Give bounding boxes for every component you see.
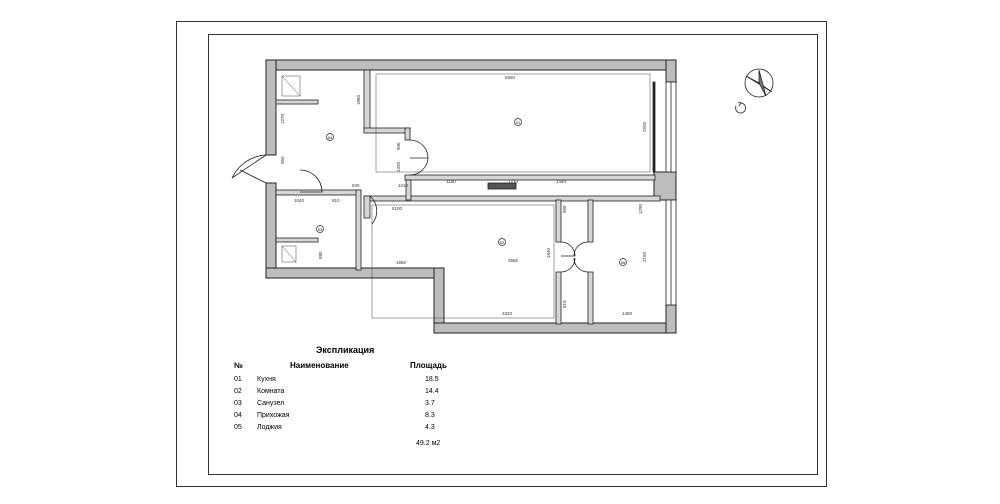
partitions: [275, 69, 661, 325]
dim-living-top: 5650: [505, 75, 516, 80]
wall-left-lower: [265, 182, 277, 279]
dim-room-left: 1950: [396, 260, 407, 265]
kitchen-door-lower: [409, 157, 429, 176]
dim-door-a: 900: [562, 205, 567, 213]
header-name: Наименование: [290, 361, 349, 370]
dim-balcony-top: 1290: [638, 203, 643, 214]
wall-left-upper: [265, 59, 277, 156]
room-markers: 01 02 03 04 05: [316, 118, 627, 266]
row-name: Лоджия: [257, 424, 282, 431]
dim-bath-a: 1040: [294, 198, 305, 203]
dim-left-mid: 950: [280, 156, 285, 164]
dim-corridor-a: 900: [396, 142, 401, 150]
row-name: Кухня: [257, 376, 276, 383]
dimension-labels: 5650 2925 1270 950 1860 900 1320 1180 12…: [280, 75, 647, 316]
bath-door: [299, 169, 323, 193]
row-no: 03: [234, 400, 242, 407]
dim-room-top: 5100: [392, 206, 403, 211]
kitchen-fixture: [281, 75, 301, 97]
outer-walls: [265, 59, 677, 334]
marker-bath: 03: [318, 227, 323, 232]
partition-kitchen-bottom: [404, 174, 656, 181]
dim-balcony-right: 2150: [642, 251, 647, 262]
dim-mid-a: 930: [352, 183, 360, 188]
header-no: №: [234, 361, 243, 370]
row-no: 01: [234, 376, 242, 383]
dim-small-top: 1860: [356, 94, 361, 105]
dim-room-bottom: 3320: [502, 311, 513, 316]
partition-room-right: [555, 199, 562, 243]
dim-mid-b: 1210: [398, 183, 409, 188]
room-outline: [371, 204, 555, 319]
partition-bath-top: [275, 189, 362, 196]
kitchen-outline: [375, 73, 651, 173]
dim-living-right: 2925: [642, 121, 647, 132]
total-area: 49.2 м2: [416, 440, 441, 447]
marker-hall: 04: [328, 135, 333, 140]
dim-bath-b: 810: [332, 198, 340, 203]
kitchen-door-upper: [409, 139, 429, 159]
marker-kitchen: 01: [516, 120, 521, 125]
dim-left-upper: 1270: [280, 113, 285, 124]
wall-bottom-left: [265, 267, 445, 279]
marker-room: 02: [500, 240, 505, 245]
row-area: 14.4: [425, 388, 439, 395]
dim-wc-bottom: 1840: [546, 247, 551, 258]
dim-kitchen-c: 1440: [556, 179, 567, 184]
wall-right-pier: [653, 171, 677, 201]
compass-icon: [735, 68, 774, 114]
wall-top: [265, 59, 677, 71]
outer-frame: [176, 21, 827, 487]
windows: [652, 81, 677, 306]
dim-door-b: 810: [562, 300, 567, 308]
dim-kitchen-a: 1180: [446, 179, 456, 184]
room-door: [369, 195, 378, 225]
dim-bath-right: 880: [318, 251, 323, 259]
row-name: Санузел: [257, 400, 285, 407]
row-name: Прихожая: [257, 412, 290, 419]
partition-kitchen-left: [363, 69, 371, 133]
wc-fixture: [281, 245, 297, 263]
entrance-door: [231, 154, 267, 179]
explication-title: Экспликация: [316, 345, 375, 355]
inner-frame: [208, 34, 818, 475]
row-no: 04: [234, 412, 242, 419]
row-no: 05: [234, 424, 242, 431]
doors: [231, 139, 589, 273]
balcony-door-b: [573, 257, 589, 273]
marker-loggia: 05: [621, 260, 626, 265]
wall-right-bottom: [665, 304, 677, 334]
dim-corridor-b: 1320: [396, 161, 401, 172]
row-name: Комната: [257, 388, 285, 395]
wall-right-top: [665, 59, 677, 83]
dim-room-mid: 3560: [508, 258, 519, 263]
header-area: Площадь: [410, 361, 447, 370]
dim-balcony-bottom: 1450: [622, 311, 633, 316]
row-area: 4.3: [425, 424, 435, 431]
row-area: 8.3: [425, 412, 435, 419]
dim-kitchen-b: 1210: [508, 179, 519, 184]
balcony-door-a: [560, 241, 576, 257]
partition-niche: [275, 99, 319, 105]
row-area: 3.7: [425, 400, 435, 407]
partition-balcony-left: [587, 199, 594, 243]
row-area: 18.5: [425, 376, 439, 383]
wall-bottom-right: [433, 322, 677, 334]
row-no: 02: [234, 388, 242, 395]
partition-bath-right: [355, 189, 362, 271]
